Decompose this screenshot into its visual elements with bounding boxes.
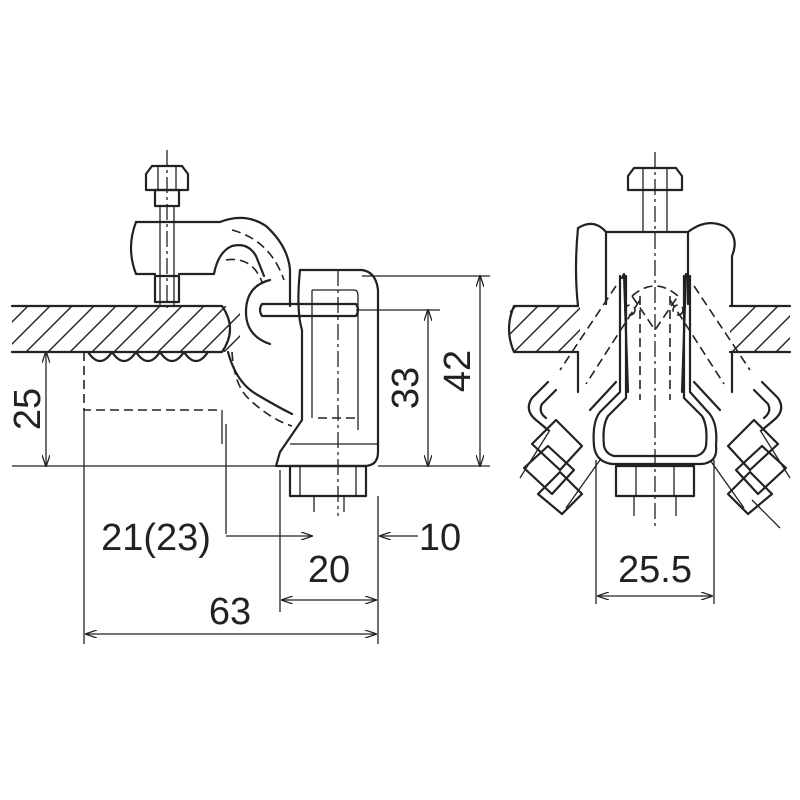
side-view: 25 33 42 21(23) 10 20 63: [7, 150, 490, 644]
front-clamp-body: [574, 221, 736, 394]
hanger-nut: [288, 464, 368, 512]
dim-10: 10: [419, 517, 461, 559]
front-hanger-nut: [614, 464, 696, 516]
dim-33: 33: [385, 367, 427, 409]
clamp-teeth: [86, 350, 210, 363]
front-clamp-screw: [626, 152, 684, 528]
dim-63: 63: [209, 591, 251, 633]
slot-bolt: [244, 278, 360, 346]
alt-hanger-right: [669, 285, 791, 529]
dim-25-5: 25.5: [618, 549, 692, 591]
clamp-screw: [144, 150, 190, 310]
dim-21-23: 21(23): [101, 517, 211, 559]
alt-hanger-left: [519, 285, 641, 516]
hanger-bracket: [274, 268, 380, 516]
dim-25: 25: [7, 388, 49, 430]
flange-section-right: [507, 304, 792, 354]
dim-42: 42: [437, 350, 479, 392]
front-hanger-bracket: [592, 274, 718, 466]
flange-section-left: [10, 304, 240, 354]
dim-20: 20: [308, 549, 350, 591]
c-clamp-body: [83, 216, 294, 534]
front-view: 25.5: [507, 152, 792, 604]
